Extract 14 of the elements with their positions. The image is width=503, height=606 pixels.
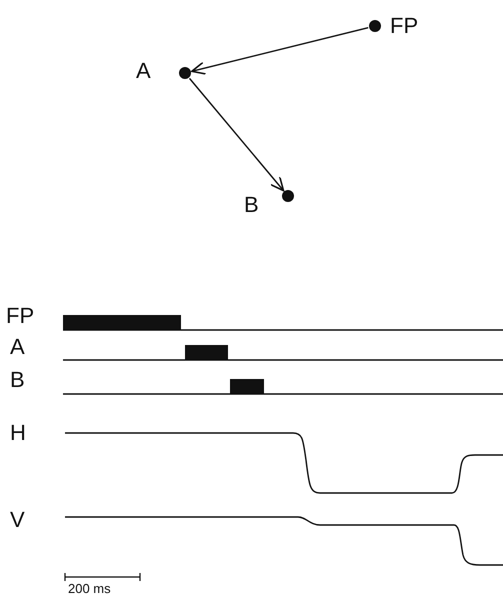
trace-label: FP	[6, 305, 34, 327]
point-dot	[282, 190, 294, 202]
point-dot	[369, 20, 381, 32]
trace-label: V	[10, 509, 25, 531]
point-dot	[179, 67, 191, 79]
point-label: B	[244, 194, 259, 216]
point-label: FP	[390, 15, 418, 37]
point-label: A	[136, 60, 151, 82]
arrow	[188, 78, 284, 192]
scale-label: 200 ms	[68, 582, 111, 595]
trace-label: A	[10, 336, 25, 358]
trace-label: B	[10, 369, 25, 391]
trace-label: H	[10, 422, 26, 444]
arrow	[191, 27, 368, 75]
